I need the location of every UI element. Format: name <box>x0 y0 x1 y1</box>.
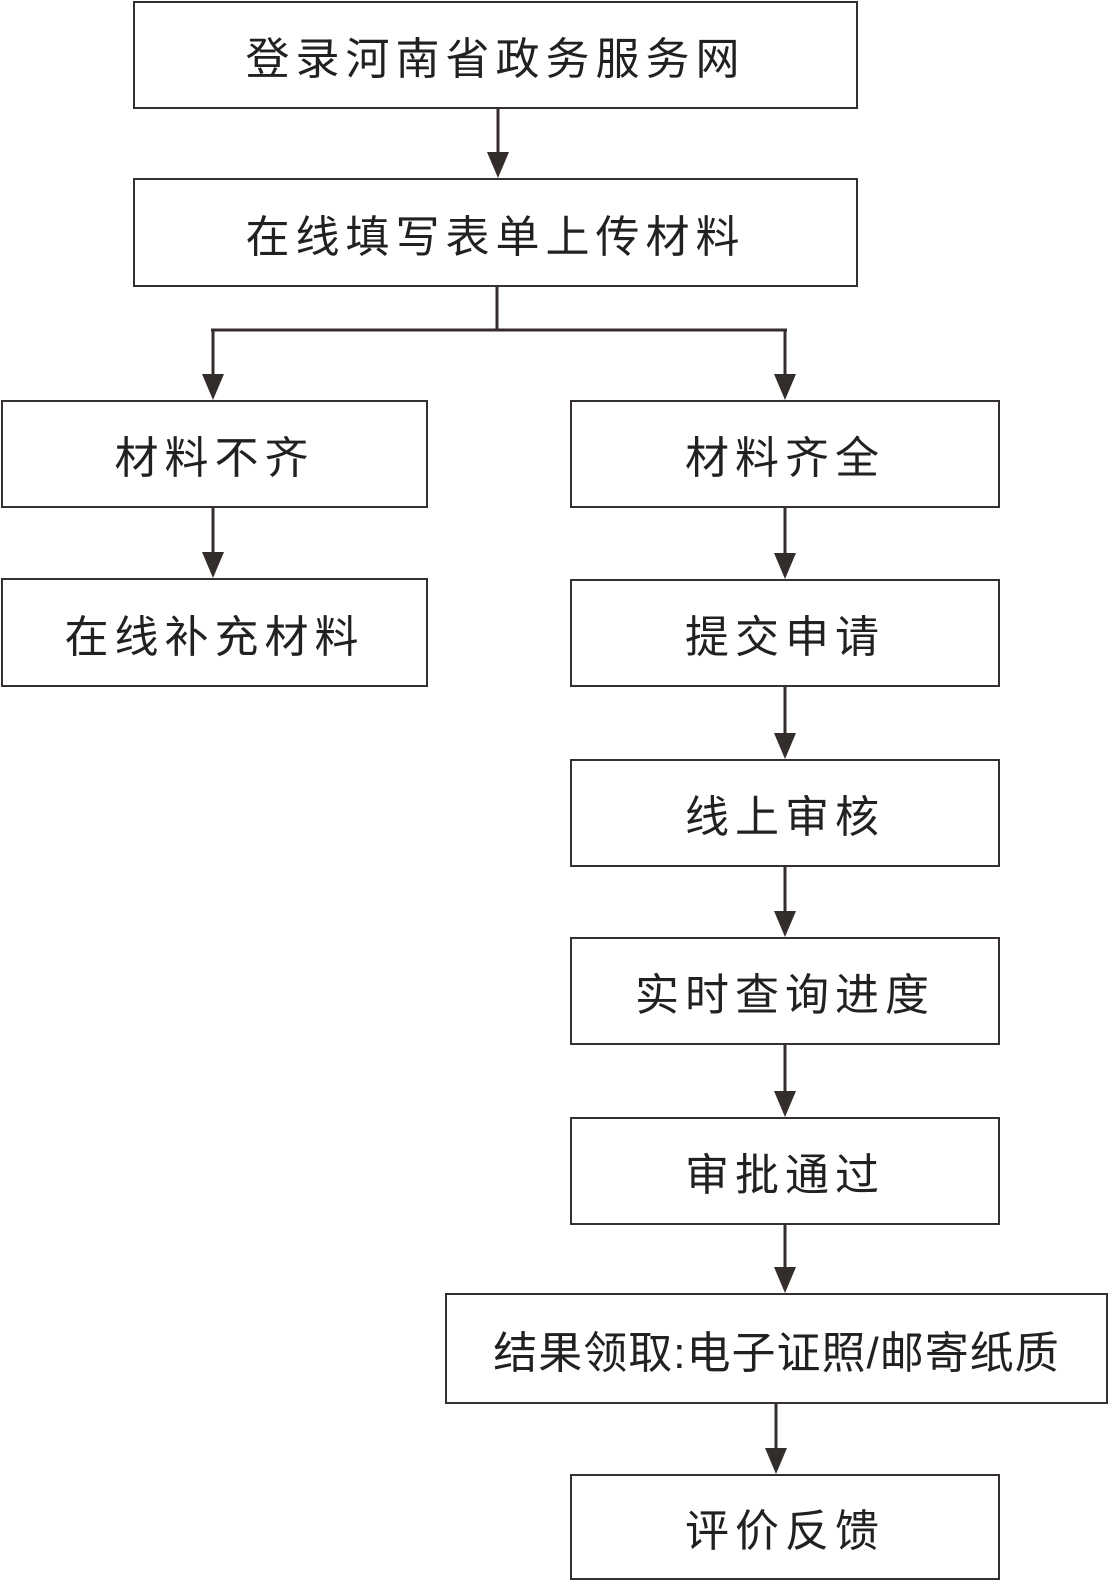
edge-complete-submit-arrowhead <box>774 553 796 579</box>
node-online-review: 线上审核 <box>570 759 1000 867</box>
node-fill-form-label: 在线填写表单上传材料 <box>245 212 746 262</box>
node-evaluation-feedback-label: 评价反馈 <box>685 1507 885 1556</box>
edge-branch-incomplete-arrowhead <box>202 374 224 400</box>
node-login: 登录河南省政务服务网 <box>133 1 858 109</box>
edge-branch-complete-arrowhead <box>774 374 796 400</box>
edge-progress-approved-arrowhead <box>774 1091 796 1117</box>
edge-login-fillform-arrowhead <box>487 152 509 178</box>
node-fill-form: 在线填写表单上传材料 <box>133 178 858 287</box>
node-evaluation-feedback: 评价反馈 <box>570 1474 1000 1580</box>
edge-approved-result-arrowhead <box>774 1267 796 1293</box>
node-result-collection-label: 结果领取:电子证照/邮寄纸质 <box>493 1328 1060 1378</box>
node-materials-complete: 材料齐全 <box>570 400 1000 508</box>
node-online-review-label: 线上审核 <box>685 793 885 842</box>
node-supplement-online: 在线补充材料 <box>1 578 428 687</box>
node-supplement-online-label: 在线补充材料 <box>64 612 365 662</box>
node-progress-query: 实时查询进度 <box>570 937 1000 1045</box>
node-result-collection: 结果领取:电子证照/邮寄纸质 <box>445 1293 1108 1404</box>
edge-incomplete-supplement-arrowhead <box>202 552 224 578</box>
node-approval-passed-label: 审批通过 <box>685 1151 885 1200</box>
node-submit-application-label: 提交申请 <box>685 613 885 662</box>
node-progress-query-label: 实时查询进度 <box>635 971 935 1020</box>
node-login-label: 登录河南省政务服务网 <box>245 35 746 84</box>
node-materials-incomplete-label: 材料不齐 <box>114 434 315 483</box>
edge-review-progress-arrowhead <box>774 911 796 937</box>
edge-result-feedback-arrowhead <box>765 1448 787 1474</box>
node-materials-complete-label: 材料齐全 <box>685 434 885 483</box>
edge-submit-review-arrowhead <box>774 733 796 759</box>
node-materials-incomplete: 材料不齐 <box>1 400 428 508</box>
node-approval-passed: 审批通过 <box>570 1117 1000 1225</box>
node-submit-application: 提交申请 <box>570 579 1000 687</box>
